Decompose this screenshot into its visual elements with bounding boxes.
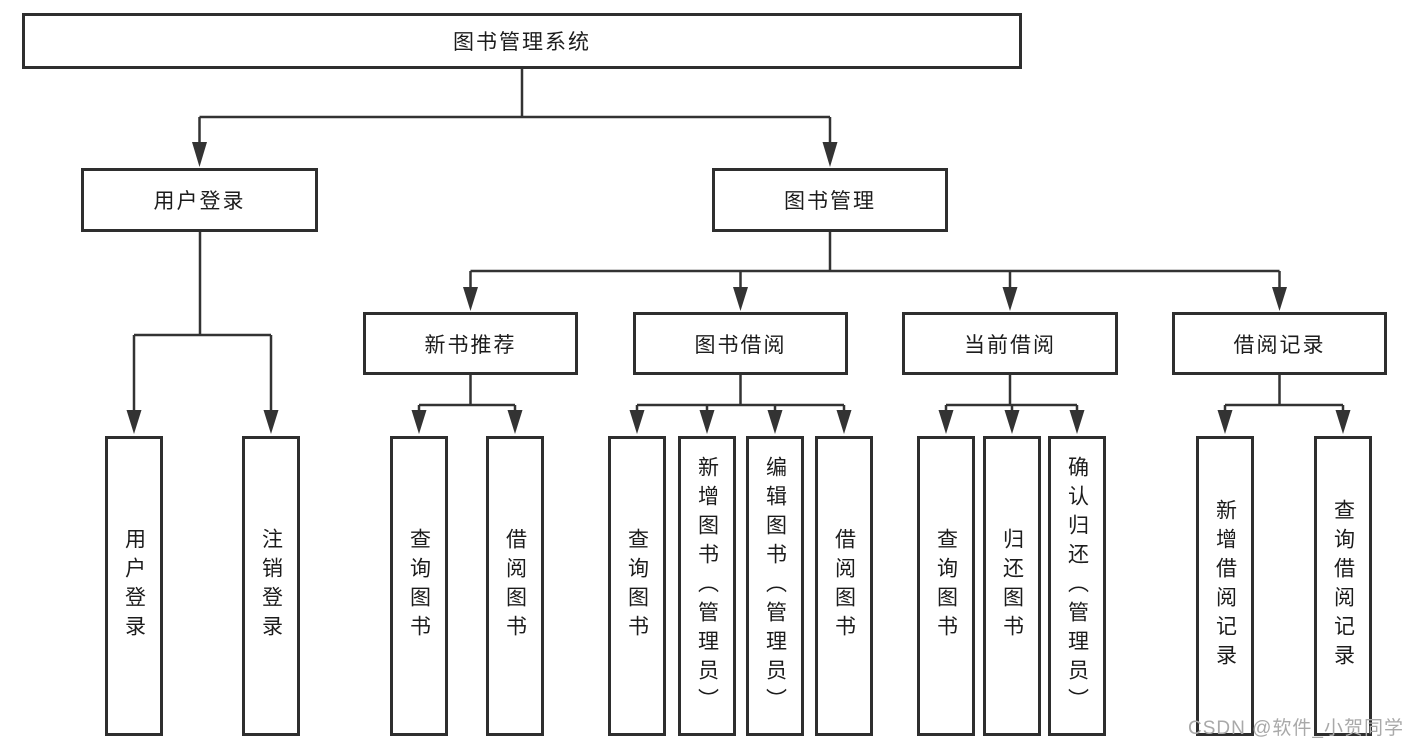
leaf-logout-login: 注销登录	[242, 436, 300, 736]
leaf-borrowing-add-book-admin: 新增图书（管理员）	[678, 436, 736, 736]
leaf-current-confirm-return-admin: 确认归还（管理员）	[1048, 436, 1106, 736]
leaf-user-login: 用户登录	[105, 436, 163, 736]
leaf-recommend-borrow-books: 借阅图书	[486, 436, 544, 736]
leaf-current-query-books: 查询图书	[917, 436, 975, 736]
leaf-borrowing-query-books: 查询图书	[608, 436, 666, 736]
node-book-management: 图书管理	[712, 168, 948, 232]
leaf-borrowing-borrow-books: 借阅图书	[815, 436, 873, 736]
node-user-login: 用户登录	[81, 168, 318, 232]
leaf-borrowing-edit-book-admin: 编辑图书（管理员）	[746, 436, 804, 736]
node-book-borrowing: 图书借阅	[633, 312, 848, 375]
node-borrowing-records: 借阅记录	[1172, 312, 1387, 375]
node-root: 图书管理系统	[22, 13, 1022, 69]
leaf-current-return-books: 归还图书	[983, 436, 1041, 736]
leaf-records-query-borrow-record: 查询借阅记录	[1314, 436, 1372, 736]
node-current-borrowing: 当前借阅	[902, 312, 1118, 375]
leaf-records-add-borrow-record: 新增借阅记录	[1196, 436, 1254, 736]
node-new-book-recommend: 新书推荐	[363, 312, 578, 375]
leaf-recommend-query-books: 查询图书	[390, 436, 448, 736]
csdn-watermark: CSDN @软件_小贺同学	[1188, 718, 1404, 739]
